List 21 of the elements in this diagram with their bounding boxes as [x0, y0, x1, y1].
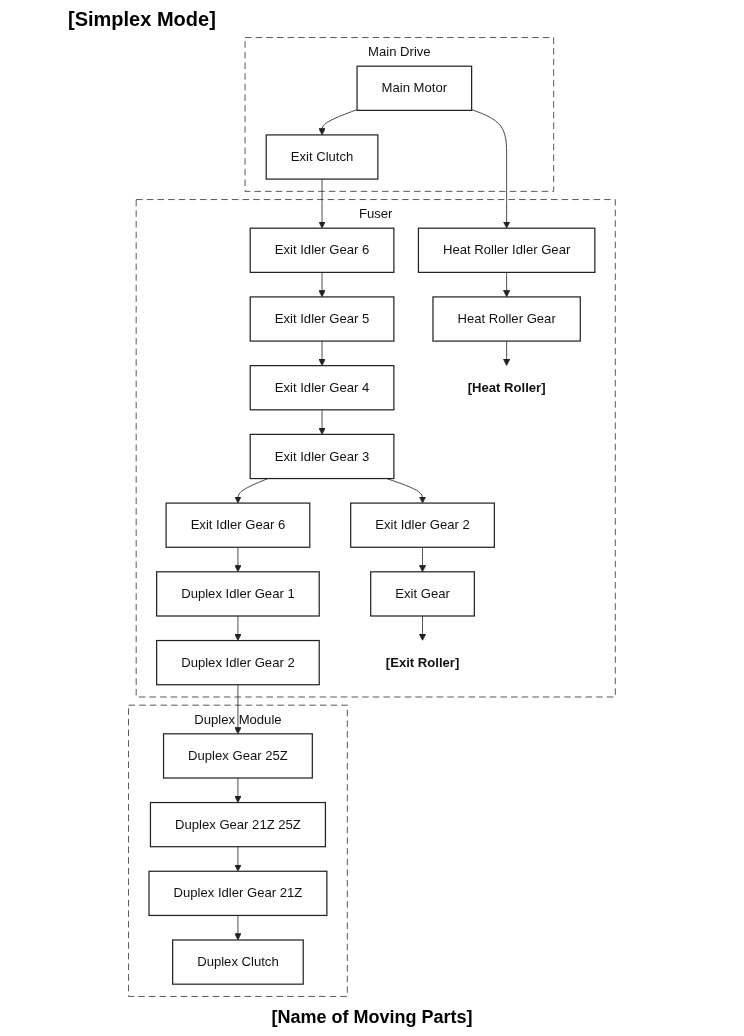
node-text: [Exit Roller] — [385, 655, 460, 670]
node-box: Exit Idler Gear 4 — [249, 365, 395, 411]
node-box: Duplex Idler Gear 21Z — [148, 870, 328, 917]
node-box: Duplex Clutch — [172, 939, 304, 985]
node-box: Heat Roller Idler Gear — [417, 227, 596, 273]
node-box: Exit Idler Gear 2 — [350, 502, 496, 548]
node-text: [Heat Roller] — [467, 380, 546, 395]
node-box: Duplex Idler Gear 2 — [156, 639, 320, 686]
node-box: Exit Idler Gear 5 — [249, 296, 395, 342]
diagram-title: [Simplex Mode] — [68, 8, 216, 31]
node-box: Duplex Idler Gear 1 — [156, 571, 320, 617]
node-box: Exit Idler Gear 6 — [249, 227, 395, 273]
note-text: [Name of Moving Parts] — [271, 1007, 473, 1028]
node-box: Duplex Gear 21Z 25Z — [149, 801, 327, 848]
node-box: Main Motor — [356, 65, 473, 111]
node-box: Exit Idler Gear 6 — [165, 502, 311, 548]
node-box: Exit Idler Gear 3 — [249, 433, 395, 480]
node-box: Heat Roller Gear — [432, 296, 581, 342]
node-box: Duplex Gear 25Z — [163, 733, 313, 779]
node-box: Exit Gear — [370, 571, 476, 617]
node-box: Exit Clutch — [265, 134, 379, 180]
